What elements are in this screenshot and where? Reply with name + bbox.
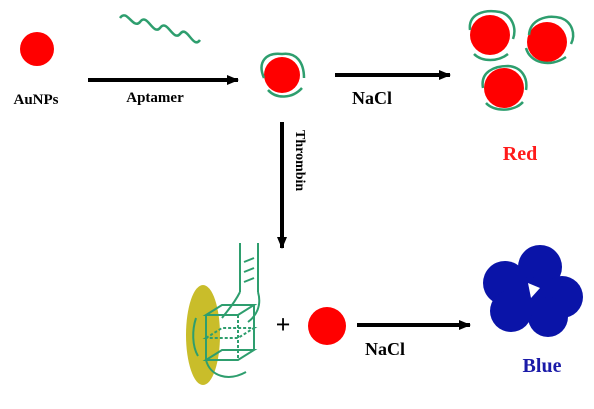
aptamer-label: Aptamer: [126, 90, 184, 106]
aunps-label: AuNPs: [13, 92, 58, 108]
dispersed-aunps: [468, 10, 575, 111]
thrombin-protein: [186, 285, 220, 385]
plus-sign: +: [276, 310, 291, 339]
nacl-top-label: NaCl: [352, 88, 392, 108]
aunp-particle: [20, 32, 54, 66]
thrombin-aptamer-complex: [186, 243, 261, 385]
aggregated-aunps: [483, 245, 583, 337]
blue-label: Blue: [523, 355, 562, 377]
aptamer-coated-aunp: [260, 52, 306, 98]
aptamer-strand: [118, 14, 202, 44]
thrombin-label: Thrombin: [292, 130, 307, 191]
nacl-bottom-label: NaCl: [365, 339, 405, 359]
red-label: Red: [503, 143, 537, 165]
free-aunp: [308, 307, 346, 345]
